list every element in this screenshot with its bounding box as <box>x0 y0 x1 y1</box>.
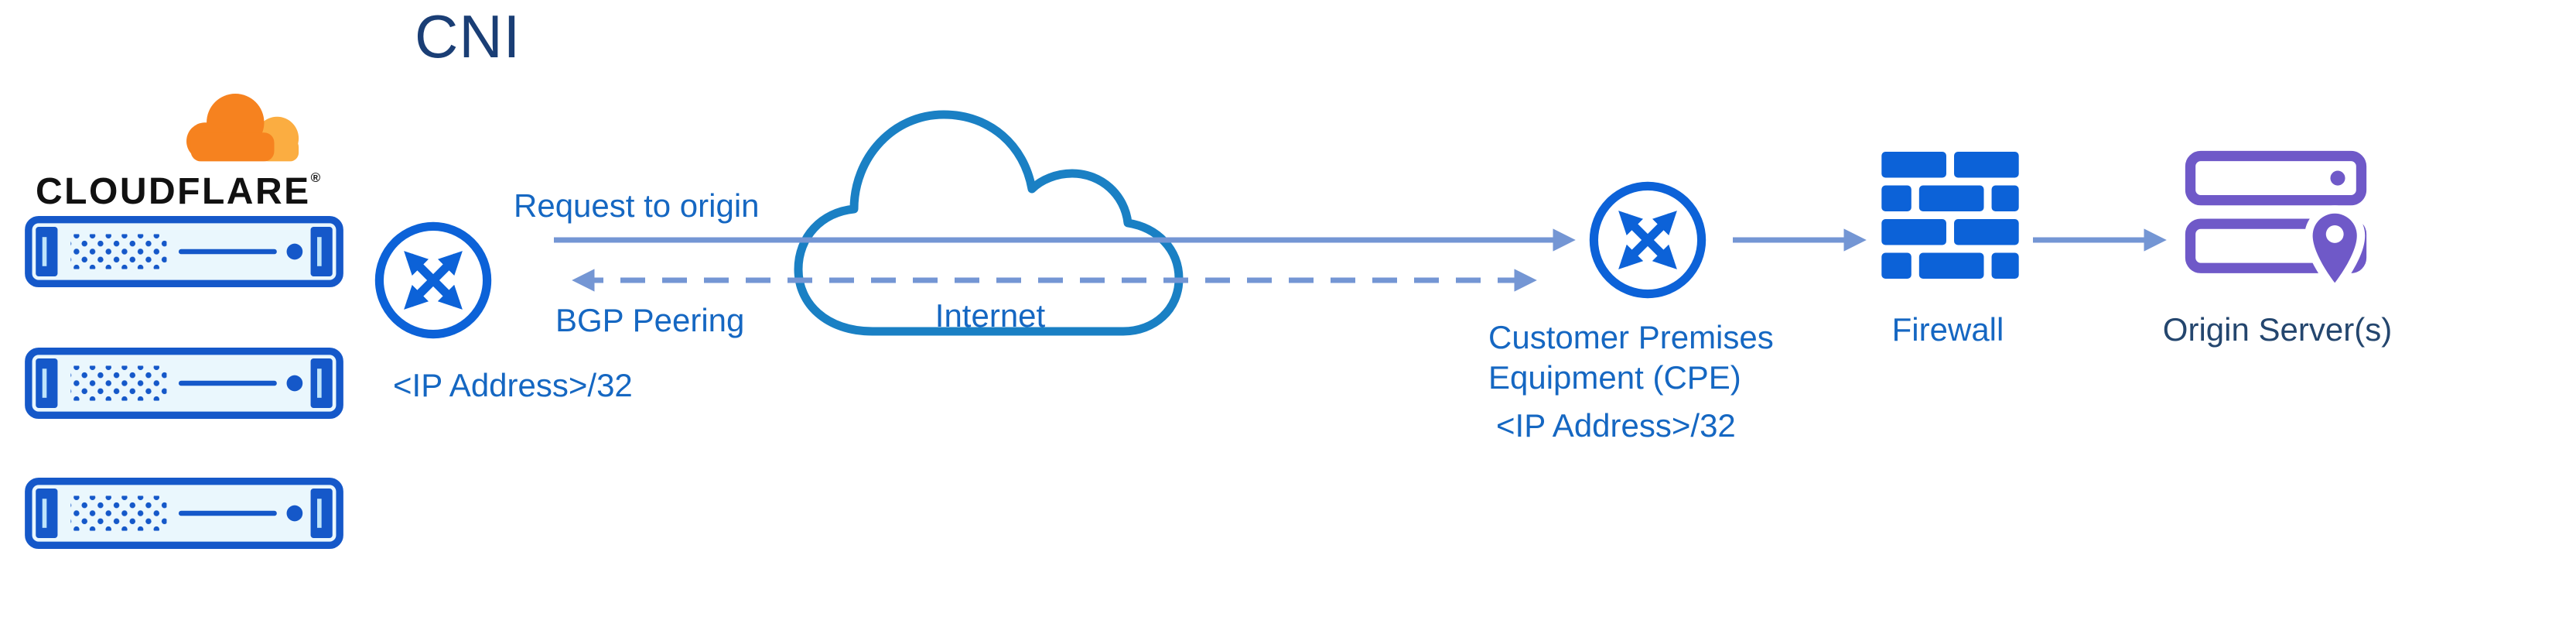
cni-ip-label: <IP Address>/32 <box>393 367 633 403</box>
location-pin-icon <box>2304 205 2366 289</box>
origin-server-label: Origin Server(s) <box>2162 311 2393 348</box>
cpe-label-block: Customer Premises Equipment (CPE) <IP Ad… <box>1488 317 1774 446</box>
server-rack-icon-2 <box>25 347 343 420</box>
cpe-label-line1: Customer Premises <box>1488 319 1774 355</box>
internet-label: Internet <box>934 297 1046 334</box>
cni-router-icon <box>374 221 492 339</box>
firewall-icon <box>1881 152 2019 279</box>
cpe-router-icon <box>1589 181 1707 299</box>
server-rack-icon-3 <box>25 477 343 550</box>
firewall-label: Firewall <box>1891 311 2004 348</box>
cloudflare-wordmark: CLOUDFLARE® <box>36 170 320 213</box>
request-to-origin-label: Request to origin <box>514 187 760 224</box>
cloudflare-wordmark-text: CLOUDFLARE <box>36 171 311 212</box>
server-rack-icon-1 <box>25 215 343 288</box>
cpe-label-line2: Equipment (CPE) <box>1488 359 1741 396</box>
cpe-ip-label: <IP Address>/32 <box>1496 407 1736 444</box>
cloudflare-cloud-icon <box>186 94 299 162</box>
page-title: CNI <box>415 2 521 70</box>
bgp-peering-label: BGP Peering <box>555 302 745 338</box>
registered-mark: ® <box>310 170 321 185</box>
origin-server-icon <box>2185 150 2367 289</box>
